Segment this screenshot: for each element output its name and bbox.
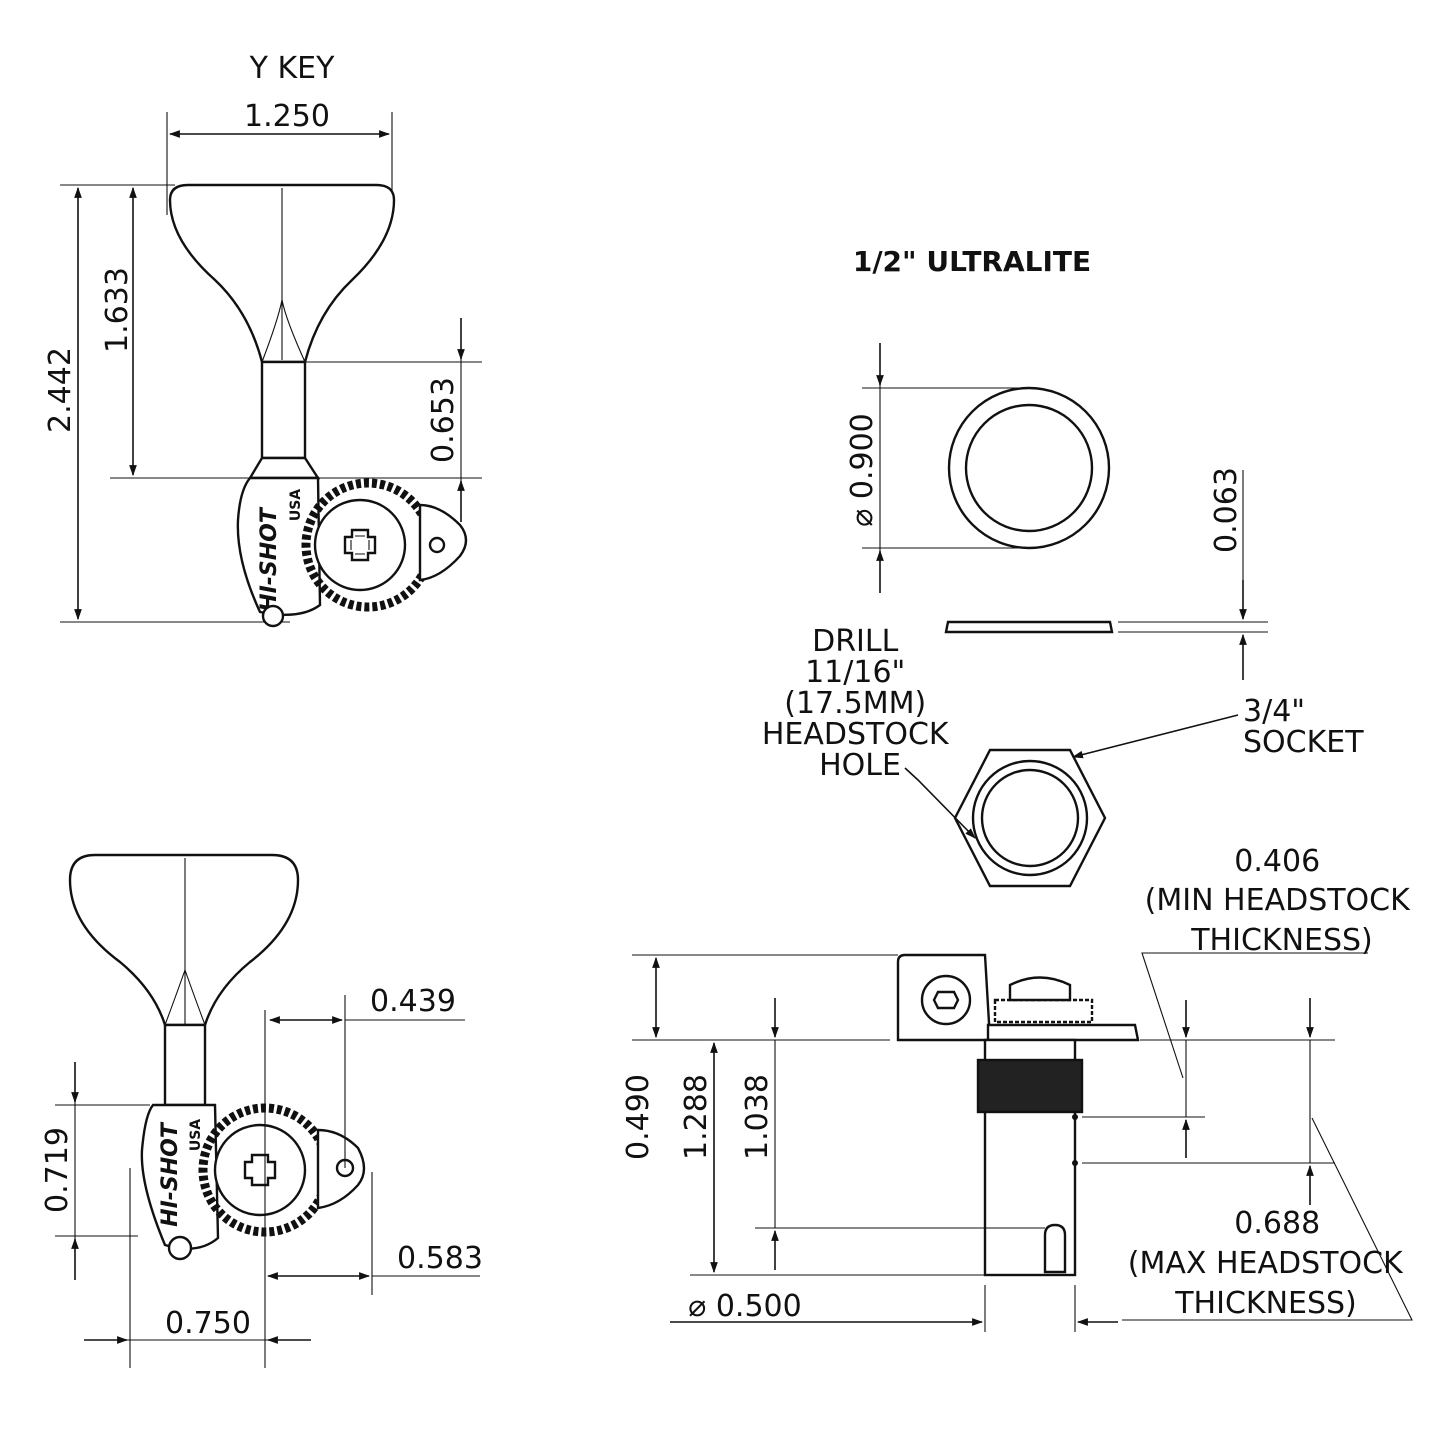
dim-total-height: 2.442 [43, 347, 78, 433]
socket-note: 3/4" SOCKET [1243, 694, 1364, 760]
key-paddle-2 [68, 853, 300, 1027]
dim-post-offset: 0.653 [426, 377, 461, 463]
string-slot [1043, 1223, 1067, 1274]
dim-post-dia: ⌀ 0.500 [688, 1289, 801, 1324]
washer-view: 1/2" ULTRALITE ⌀ 0.900 0.063 [845, 245, 1268, 680]
min-thickness-note: 0.406 (MIN HEADSTOCK THICKNESS) [1145, 844, 1420, 958]
y-key-label: Y KEY [249, 51, 335, 86]
housing-side [896, 953, 992, 1042]
key-neck [260, 360, 307, 460]
dim-1038: 1.038 [740, 1074, 775, 1160]
tuner-housing [236, 476, 322, 616]
washer-inner [964, 403, 1094, 533]
bottom-right-view: 0.490 1.288 1.038 ⌀ 0.500 0.406 (MIN HEA… [621, 844, 1420, 1332]
dim-0439: 0.439 [370, 984, 456, 1019]
bottom-left-view: HI-SHOT USA 0.439 0.719 0.583 0.750 [40, 853, 483, 1368]
dim-1288: 1.288 [679, 1074, 714, 1160]
max-thickness-note: 0.688 (MAX HEADSTOCK THICKNESS) [1128, 1206, 1412, 1321]
post-thread [976, 1058, 1084, 1114]
tuner-knob-2 [213, 1123, 307, 1217]
dim-key-height: 1.633 [100, 267, 135, 353]
dim-key-width: 1.250 [244, 99, 330, 134]
brand-sub: USA [288, 489, 304, 521]
dim-0750: 0.750 [165, 1306, 251, 1341]
washer-outer [947, 386, 1111, 550]
tuner-housing-2 [140, 1103, 220, 1250]
product-title: 1/2" ULTRALITE [853, 245, 1091, 278]
dim-0490: 0.490 [621, 1074, 656, 1160]
brand-logo-2: HI-SHOT [158, 1121, 183, 1227]
dim-washer-thk: 0.063 [1209, 467, 1244, 553]
brand-logo: HI-SHOT [257, 506, 282, 612]
dim-0583: 0.583 [397, 1241, 483, 1276]
washer-side [944, 620, 1114, 634]
bushing-view: DRILL 11/16" (17.5MM) HEADSTOCK HOLE 3/4… [762, 624, 1364, 888]
drill-note: DRILL 11/16" (17.5MM) HEADSTOCK HOLE [762, 624, 958, 783]
key-neck-2 [163, 1023, 207, 1107]
dim-0719: 0.719 [40, 1127, 75, 1213]
top-left-view: Y KEY 1.250 2.442 1.633 0.653 HI-SHOT [43, 51, 482, 628]
dim-washer-dia: ⌀ 0.900 [845, 413, 880, 526]
tuner-knob [313, 498, 407, 592]
gear-side [993, 998, 1094, 1024]
brand-sub-2: USA [188, 1119, 204, 1151]
